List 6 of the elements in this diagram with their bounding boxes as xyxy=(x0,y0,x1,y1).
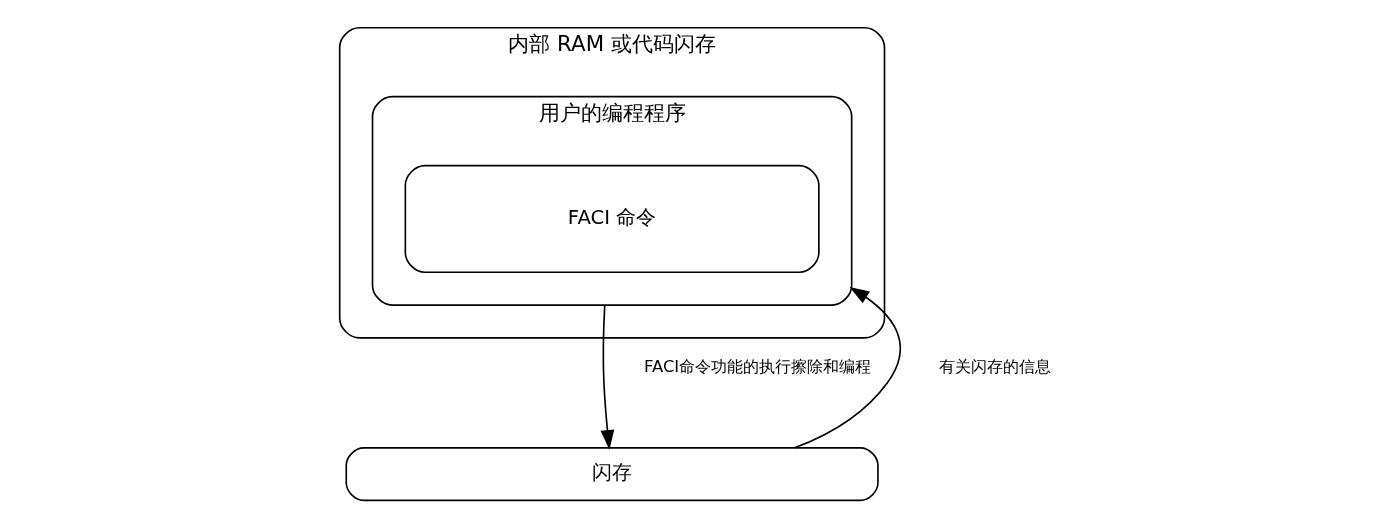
edge-label: FACI命令功能的执行擦除和编程 xyxy=(643,356,871,376)
arrow xyxy=(600,304,614,450)
node-box: FACI 命令 xyxy=(404,164,820,274)
node-box: 闪存 xyxy=(344,447,879,502)
arrow xyxy=(793,286,901,449)
edge-label: 有关闪存的信息 xyxy=(938,356,1051,376)
